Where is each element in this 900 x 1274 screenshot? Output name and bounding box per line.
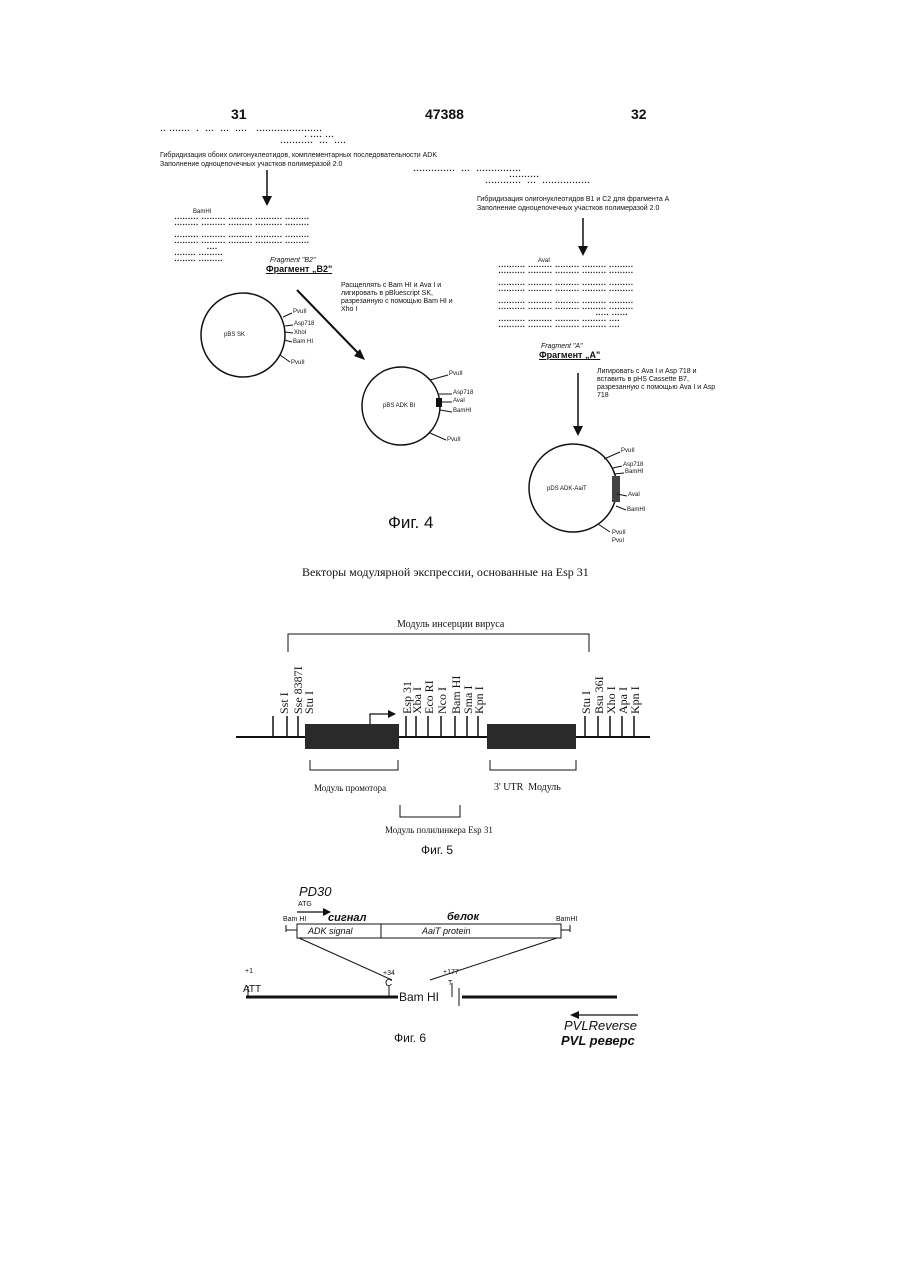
plasmid-3-site-2: Asp718 [623,462,643,469]
arrow-down-fragment-a-head [573,426,583,436]
bam-mid-label: Bam HI [399,990,439,1004]
plasmid-2-site-1: PvuII [449,371,463,378]
pvl-reverse-ru-label: PVL реверс [561,1033,635,1048]
site-nco-i: Nco I [435,687,450,714]
aait-protein-label: AaiT protein [422,926,471,936]
polylinker-module-label: Модуль полилинкера Esp 31 [385,825,493,835]
figure-4: ▪▪ ▪▪▪▪▪▪▪ ▪ ▪▪▪ ▪▪▪ ▪▪▪▪ ▪▪▪▪▪▪▪▪▪▪▪▪▪▪… [0,0,900,540]
plasmid-1-site-3: XhoI [294,330,306,337]
plasmid-2-site-2: Asp718 [453,390,473,397]
figure-4-graphics [0,0,900,540]
plasmid-2-site-3: AvaI [453,398,465,405]
atg-label: ATG [298,901,312,908]
digest-a-text: Лигировать с Ava I и Asp 718 и вставить … [597,368,717,400]
utr-box [487,724,576,749]
t-letter: T [448,980,452,987]
site-kpn-i-right: Kpn I [628,686,643,714]
plasmid-2-site-4: BamHI [453,408,471,415]
protein-ru-label: белок [447,911,479,923]
figure-5-caption: Фиг. 5 [421,843,453,857]
fragment-a-ru: Фрагмент „A" [539,351,600,359]
plasmid-1-site-5: PvuII [291,360,305,367]
plasmid-1-name: pBS SK [224,332,245,339]
signal-ru-label: сигнал [328,912,366,924]
c-letter: C [385,978,392,989]
promoter-bracket [310,760,398,770]
site-sst-i: Sst I [277,692,292,714]
plus34-label: +34 [383,970,395,977]
sequence-block-right: ▪▪▪▪▪▪▪▪▪▪ ▪▪▪▪▪▪▪▪▪ ▪▪▪▪▪▪▪▪▪ ▪▪▪▪▪▪▪▪▪… [498,264,633,330]
plus1-label: +1 [245,968,253,975]
utr-module-label: 3' UTR Модуль [494,782,561,793]
plasmid-2-site-5: PvuII [447,437,461,444]
site-stu-i-left: Stu I [302,691,317,714]
promoter-module-label: Модуль промотора [314,783,386,793]
plasmid-3-site-6: PvuII [612,530,626,537]
pvl-reverse-label: PVLReverse [564,1018,637,1033]
figure-5-title: Векторы модулярной экспрессии, основанны… [302,565,589,580]
plasmid-2-name: pBS ADK BI [383,403,415,410]
plus177-label: +177 [443,969,459,976]
plasmid-3-site-5: BamHI [627,507,645,514]
pd30-label: PD30 [299,884,332,899]
left-converge-line [299,938,392,980]
digest-b-text: Расщеплять с Bam HI и Ava I и лигировать… [341,282,461,314]
figure-5-diagram [0,600,900,840]
plasmid-3-name: pDS ADK-AaiT [547,486,587,493]
promoter-box [305,724,399,749]
plasmid-1-site-4: Bam HI [293,339,313,346]
fragment-b2-ru: Фрагмент „B2" [266,265,332,273]
utr-bracket [490,760,576,770]
figure-6-caption: Фиг. 6 [394,1031,426,1045]
plasmid-3-site-4: AvaI [628,492,640,499]
insertion-module-label: Модуль инсерции вируса [397,619,504,630]
plasmid-1-site-1: PvuII [293,309,307,316]
plasmid-1-site-2: Asp718 [294,321,314,328]
bam-right-label: BamHI [556,916,577,923]
plasmid-3-site-7: PvuI [612,538,624,545]
bamhi-label: BamHI [193,208,211,216]
promoter-arrow [370,714,390,724]
arrow-down-right-head [578,246,588,256]
plasmid-3-insert [612,476,620,502]
bam-left-label: Bam HI [283,916,306,923]
arrow-down-left-head [262,196,272,206]
insertion-bracket [288,634,589,652]
att-label: ATT [243,984,261,995]
polylinker-bracket [400,805,460,817]
plasmid-3-site-3: BamHI [625,469,643,476]
site-kpn-i-mid: Kpn I [472,686,487,714]
adk-signal-label: ADK signal [308,926,353,936]
plasmid-3-site-1: PvuII [621,448,635,455]
figure-4-caption: Фиг. 4 [388,513,433,533]
